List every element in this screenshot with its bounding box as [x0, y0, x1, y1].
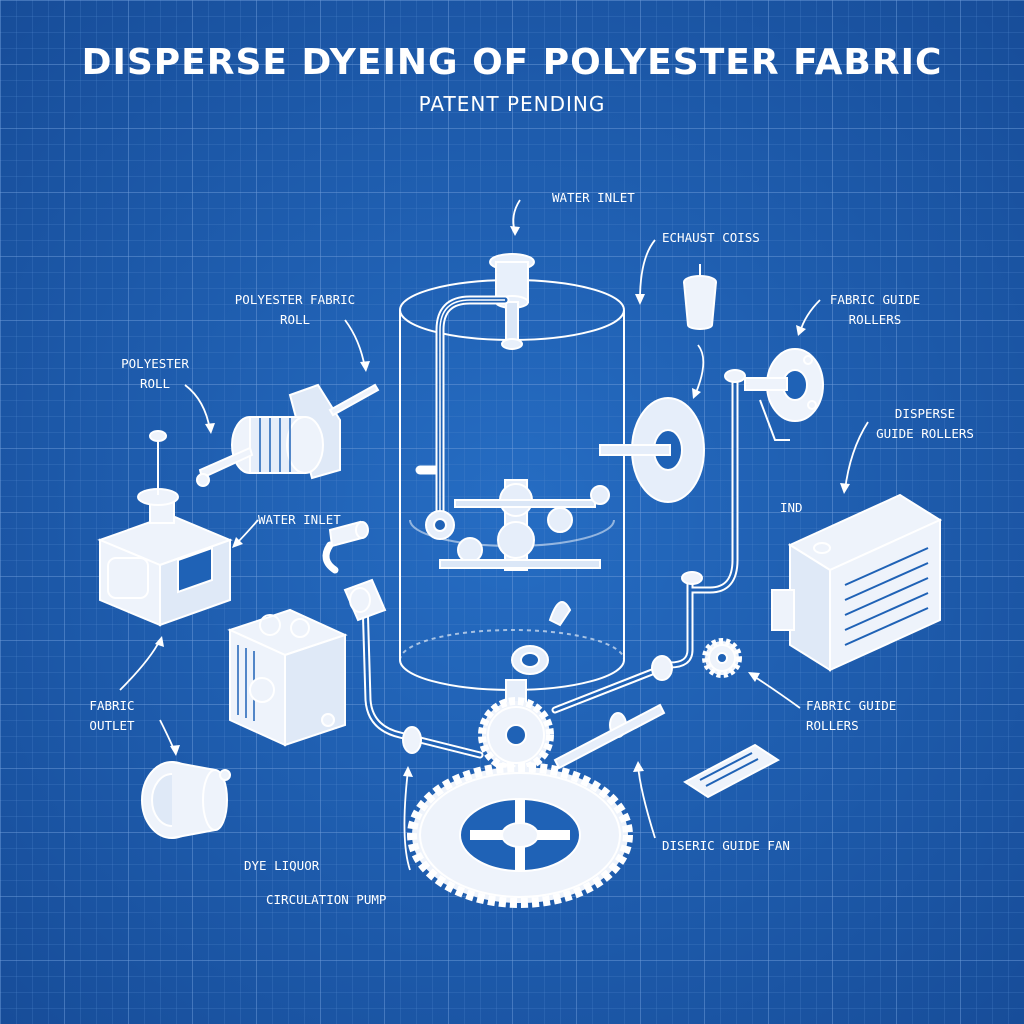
circulation-pump-unit: [227, 608, 348, 747]
fabric-guide-roller-bracket: [744, 348, 824, 441]
label-polyester-roll-line2: ROLL: [139, 376, 171, 391]
vessel-drain: [511, 601, 572, 675]
label-circulation-pump: CIRCULATION PUMP: [266, 892, 387, 907]
label-dye-liquor: DYE LIQUOR: [244, 858, 320, 873]
polyester-fabric-roll: [196, 383, 380, 487]
label-fabric-guide-rollers-bottom-line1: FABRIC GUIDE: [806, 698, 897, 713]
heat-exchanger: [771, 493, 943, 672]
mounting-plate: [683, 743, 780, 799]
fabric-outlet-fan: [141, 761, 231, 839]
label-water-inlet-top: WATER INLET: [552, 190, 635, 205]
large-drive-gear: [407, 762, 633, 908]
label-disperse-guide-rollers-line2: GUIDE ROLLERS: [876, 426, 974, 441]
left-valves: [328, 520, 422, 754]
exhaust-coils-cartridge: [683, 264, 717, 330]
leader-lines: [119, 199, 869, 871]
label-polyester-fabric-roll-line1: POLYESTER FABRIC: [234, 292, 356, 307]
label-fabric-guide-rollers-bottom-line2: ROLLERS: [806, 718, 859, 733]
page-subtitle: PATENT PENDING: [418, 92, 606, 116]
label-polyester-fabric-roll-line2: ROLL: [279, 312, 311, 327]
label-ind: IND: [780, 500, 803, 515]
label-disperse-guide-fan: DISERIC GUIDE FAN: [662, 838, 790, 853]
label-fabric-guide-rollers-top-line1: FABRIC GUIDE: [829, 292, 921, 307]
label-polyester-roll-line1: POLYESTER: [121, 356, 189, 371]
page-title: DISPERSE DYEING OF POLYESTER FABRIC: [81, 42, 943, 83]
label-disperse-guide-rollers-line1: DISPERSE: [894, 406, 956, 421]
left-pipework-core: [363, 598, 482, 757]
small-drive-gear: [478, 697, 554, 773]
label-water-inlet-mid: WATER INLET: [258, 512, 341, 527]
internal-piping-outline: [439, 299, 505, 520]
drive-rod: [553, 703, 666, 770]
label-exhaust-coils: ECHAUST COISS: [662, 230, 760, 245]
label-fabric-outlet-line1: FABRIC: [89, 698, 135, 713]
guide-disc: [599, 397, 705, 503]
label-fabric-outlet-line2: OUTLET: [89, 718, 135, 733]
small-gear-right: [702, 638, 742, 678]
water-inlet-nozzle: [489, 253, 535, 350]
internal-gear-assembly: [425, 479, 610, 571]
leader-arrowheads: [155, 226, 850, 777]
label-fabric-guide-rollers-top-line2: ROLLERS: [848, 312, 902, 327]
drive-motor: [97, 430, 233, 627]
